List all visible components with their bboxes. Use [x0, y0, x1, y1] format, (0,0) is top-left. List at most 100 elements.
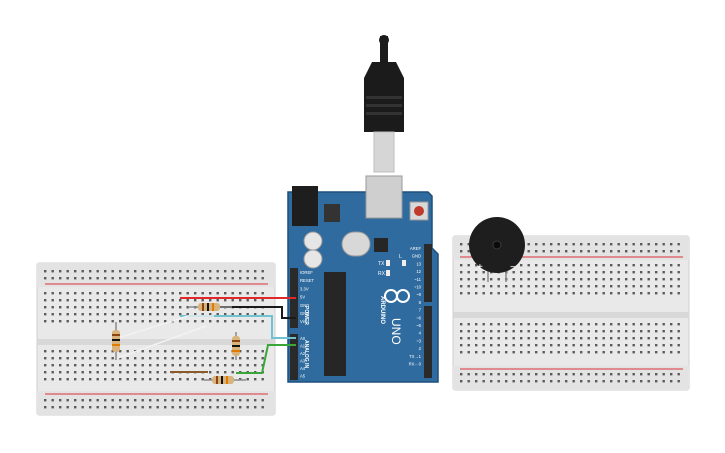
breadboard-hole[interactable] — [580, 243, 583, 246]
breadboard-hole[interactable] — [149, 292, 152, 295]
breadboard-hole[interactable] — [625, 337, 628, 340]
breadboard-hole[interactable] — [572, 380, 575, 383]
breadboard-hole[interactable] — [164, 364, 167, 367]
breadboard-hole[interactable] — [497, 323, 500, 326]
breadboard-hole[interactable] — [141, 399, 144, 402]
breadboard-hole[interactable] — [602, 337, 605, 340]
breadboard-hole[interactable] — [96, 378, 99, 381]
breadboard-hole[interactable] — [670, 243, 673, 246]
breadboard-hole[interactable] — [572, 264, 575, 267]
breadboard-hole[interactable] — [602, 351, 605, 354]
breadboard-hole[interactable] — [96, 399, 99, 402]
breadboard-hole[interactable] — [141, 406, 144, 409]
breadboard-hole[interactable] — [194, 299, 197, 302]
breadboard-hole[interactable] — [224, 357, 227, 360]
breadboard-hole[interactable] — [141, 320, 144, 323]
breadboard-hole[interactable] — [677, 278, 680, 281]
breadboard-hole[interactable] — [239, 364, 242, 367]
breadboard-hole[interactable] — [149, 313, 152, 316]
breadboard-hole[interactable] — [89, 350, 92, 353]
breadboard-hole[interactable] — [565, 351, 568, 354]
breadboard-hole[interactable] — [201, 320, 204, 323]
breadboard-hole[interactable] — [467, 330, 470, 333]
breadboard-hole[interactable] — [625, 373, 628, 376]
breadboard-hole[interactable] — [602, 264, 605, 267]
wires[interactable] — [117, 297, 296, 374]
breadboard-hole[interactable] — [201, 313, 204, 316]
breadboard-hole[interactable] — [527, 292, 530, 295]
breadboard-hole[interactable] — [89, 399, 92, 402]
breadboard-hole[interactable] — [81, 277, 84, 280]
breadboard-hole[interactable] — [134, 378, 137, 381]
breadboard-hole[interactable] — [74, 306, 77, 309]
breadboard-hole[interactable] — [141, 292, 144, 295]
breadboard-hole[interactable] — [119, 313, 122, 316]
breadboard-hole[interactable] — [580, 337, 583, 340]
breadboard-hole[interactable] — [81, 364, 84, 367]
breadboard-hole[interactable] — [194, 364, 197, 367]
breadboard-hole[interactable] — [535, 344, 538, 347]
breadboard-hole[interactable] — [557, 323, 560, 326]
breadboard-hole[interactable] — [550, 380, 553, 383]
breadboard-hole[interactable] — [51, 299, 54, 302]
breadboard-hole[interactable] — [467, 373, 470, 376]
breadboard-hole[interactable] — [595, 373, 598, 376]
breadboard-hole[interactable] — [209, 292, 212, 295]
breadboard-hole[interactable] — [670, 285, 673, 288]
breadboard-hole[interactable] — [201, 292, 204, 295]
breadboard-hole[interactable] — [96, 320, 99, 323]
breadboard-hole[interactable] — [126, 292, 129, 295]
breadboard-hole[interactable] — [231, 371, 234, 374]
breadboard-hole[interactable] — [587, 380, 590, 383]
breadboard-hole[interactable] — [557, 351, 560, 354]
breadboard-hole[interactable] — [632, 278, 635, 281]
breadboard-hole[interactable] — [572, 344, 575, 347]
breadboard-hole[interactable] — [216, 320, 219, 323]
breadboard-hole[interactable] — [655, 264, 658, 267]
breadboard-hole[interactable] — [254, 277, 257, 280]
breadboard-hole[interactable] — [171, 277, 174, 280]
breadboard-hole[interactable] — [81, 313, 84, 316]
breadboard-hole[interactable] — [186, 277, 189, 280]
breadboard-hole[interactable] — [194, 313, 197, 316]
breadboard-hole[interactable] — [482, 344, 485, 347]
breadboard-hole[interactable] — [141, 364, 144, 367]
breadboard-hole[interactable] — [557, 380, 560, 383]
breadboard-hole[interactable] — [632, 243, 635, 246]
breadboard-hole[interactable] — [164, 299, 167, 302]
breadboard-hole[interactable] — [44, 364, 47, 367]
breadboard-hole[interactable] — [512, 330, 515, 333]
breadboard-hole[interactable] — [662, 271, 665, 274]
breadboard-hole[interactable] — [74, 371, 77, 374]
breadboard-hole[interactable] — [610, 380, 613, 383]
breadboard-hole[interactable] — [602, 330, 605, 333]
breadboard-hole[interactable] — [632, 264, 635, 267]
breadboard-hole[interactable] — [670, 380, 673, 383]
wire-white-diagonal-1[interactable] — [117, 315, 189, 339]
breadboard-hole[interactable] — [44, 292, 47, 295]
breadboard-hole[interactable] — [497, 373, 500, 376]
breadboard-hole[interactable] — [156, 320, 159, 323]
breadboard-hole[interactable] — [201, 406, 204, 409]
breadboard-hole[interactable] — [261, 277, 264, 280]
breadboard-hole[interactable] — [542, 278, 545, 281]
breadboard-hole[interactable] — [647, 337, 650, 340]
breadboard-hole[interactable] — [572, 285, 575, 288]
breadboard-hole[interactable] — [580, 264, 583, 267]
breadboard-hole[interactable] — [595, 285, 598, 288]
breadboard-hole[interactable] — [677, 330, 680, 333]
breadboard-hole[interactable] — [194, 350, 197, 353]
breadboard-hole[interactable] — [490, 330, 493, 333]
breadboard-hole[interactable] — [542, 292, 545, 295]
breadboard-hole[interactable] — [482, 337, 485, 340]
breadboard-hole[interactable] — [557, 330, 560, 333]
breadboard-hole[interactable] — [194, 357, 197, 360]
breadboard-hole[interactable] — [44, 406, 47, 409]
breadboard-hole[interactable] — [662, 344, 665, 347]
resistors[interactable] — [112, 303, 246, 384]
breadboard-hole[interactable] — [246, 292, 249, 295]
breadboard-hole[interactable] — [572, 337, 575, 340]
breadboard-hole[interactable] — [246, 299, 249, 302]
breadboard-hole[interactable] — [59, 364, 62, 367]
breadboard-hole[interactable] — [505, 373, 508, 376]
